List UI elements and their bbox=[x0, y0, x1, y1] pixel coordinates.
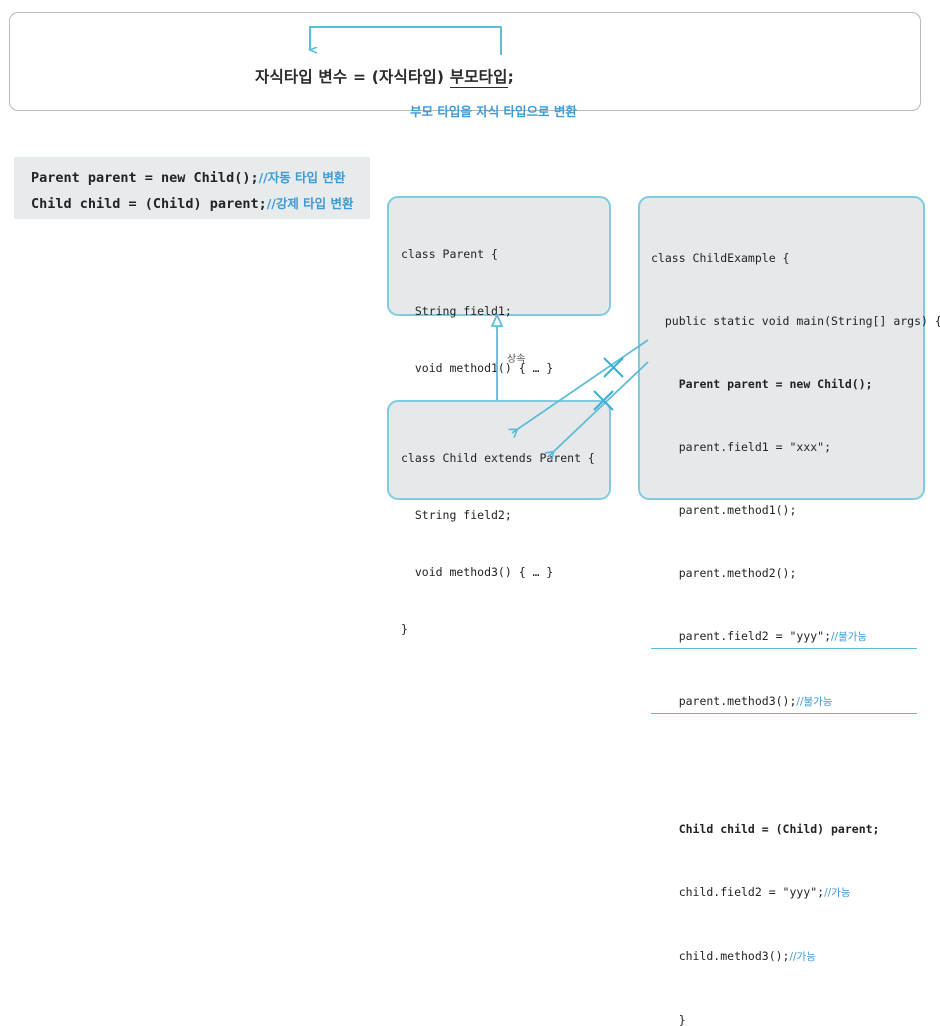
inheritance-label: 상속 bbox=[507, 354, 526, 365]
example-cmt-child-method3: //가능 bbox=[789, 951, 816, 963]
example-blank bbox=[651, 756, 917, 777]
formula-parent-type: 부모타입 bbox=[449, 68, 508, 88]
forced-cast-line: Child child = (Child) parent;//강제 타입 변환 bbox=[31, 193, 354, 212]
example-stmt-child-field2-code: child.field2 = "yyy"; bbox=[651, 885, 825, 899]
conversion-summary-block: Parent parent = new Child();//자동 타입 변환 C… bbox=[14, 157, 370, 219]
example-stmt-field2-invalid: parent.field2 = "yyy";//불가능 bbox=[651, 626, 917, 649]
auto-cast-line: Parent parent = new Child();//자동 타입 변환 bbox=[31, 167, 345, 186]
child-example-box: class ChildExample { public static void … bbox=[638, 196, 940, 1026]
example-close-inner: } bbox=[651, 1013, 686, 1026]
example-stmt-parent-new: Parent parent = new Child(); bbox=[651, 377, 873, 391]
child-class-code: class Child extends Parent { String fiel… bbox=[401, 411, 603, 677]
child-line-3: } bbox=[401, 622, 408, 636]
example-stmt-method3-code: parent.method3(); bbox=[651, 694, 797, 708]
parent-line-0: class Parent { bbox=[401, 247, 498, 261]
example-stmt-child-field2: child.field2 = "yyy";//가능 bbox=[651, 882, 917, 904]
formula-suffix: ; bbox=[507, 68, 514, 86]
parent-class-box: class Parent { String field1; void metho… bbox=[387, 196, 611, 489]
child-line-1: String field2; bbox=[401, 508, 512, 522]
example-stmt-child-method3: child.method3();//가능 bbox=[651, 946, 917, 968]
formula-panel: 자식타입 변수 = (자식타입) 부모타입; 부모 타입을 자식 타입으로 변환 bbox=[9, 12, 921, 119]
child-class-box: class Child extends Parent { String fiel… bbox=[387, 400, 611, 636]
diagram-canvas: 자식타입 변수 = (자식타입) 부모타입; 부모 타입을 자식 타입으로 변환… bbox=[9, 12, 940, 1026]
example-cmt-child-field2: //가능 bbox=[824, 887, 851, 899]
forced-cast-code: Child child = (Child) parent; bbox=[31, 196, 267, 212]
child-line-0: class Child extends Parent { bbox=[401, 451, 595, 465]
example-stmt-method1: parent.method1(); bbox=[651, 503, 797, 517]
example-stmt-child-method3-code: child.method3(); bbox=[651, 949, 790, 963]
auto-cast-code: Parent parent = new Child(); bbox=[31, 170, 259, 186]
parent-line-1: String field1; bbox=[401, 304, 512, 318]
example-stmt-field1: parent.field1 = "xxx"; bbox=[651, 440, 832, 454]
casting-formula: 자식타입 변수 = (자식타입) 부모타입; bbox=[255, 65, 514, 88]
example-class-header: class ChildExample { bbox=[651, 251, 790, 265]
example-cmt-method3-invalid: //불가능 bbox=[796, 696, 833, 708]
child-line-2: void method3() { … } bbox=[401, 565, 554, 579]
example-stmt-method3-invalid: parent.method3();//불가능 bbox=[651, 691, 917, 714]
formula-note: 부모 타입을 자식 타입으로 변환 bbox=[410, 104, 577, 119]
formula-prefix: 자식타입 변수 = (자식타입) bbox=[255, 68, 450, 86]
example-cmt-field2-invalid: //불가능 bbox=[831, 631, 868, 643]
parent-line-2: void method1() { … } bbox=[401, 361, 554, 375]
forced-cast-comment: //강제 타입 변환 bbox=[266, 196, 354, 211]
example-main-header: public static void main(String[] args) { bbox=[651, 314, 940, 328]
cross-mark-field2 bbox=[603, 357, 624, 378]
example-stmt-method2: parent.method2(); bbox=[651, 566, 797, 580]
example-stmt-field2-code: parent.field2 = "yyy"; bbox=[651, 629, 832, 643]
child-example-code: class ChildExample { public static void … bbox=[651, 206, 940, 1026]
auto-cast-comment: //자동 타입 변환 bbox=[258, 170, 346, 185]
example-stmt-cast: Child child = (Child) parent; bbox=[651, 822, 880, 836]
